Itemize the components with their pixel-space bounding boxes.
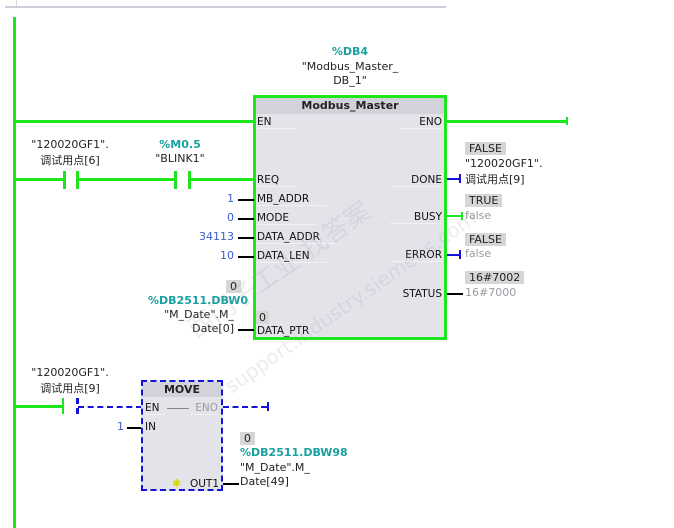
busy-wire	[447, 215, 462, 217]
contact1-right-bar[interactable]	[76, 171, 79, 189]
mb-addr-value[interactable]: 1	[227, 192, 234, 205]
pin-eno: ENO	[400, 116, 442, 129]
done-tag-line2[interactable]: 调试用点[9]	[465, 173, 525, 186]
instance-db-name-line1: "Modbus_Master_	[301, 60, 399, 73]
data-ptr-tag-line2[interactable]: Date[0]	[192, 322, 234, 335]
contact2-address[interactable]: %M0.5	[159, 138, 201, 151]
error-wire-end	[459, 250, 461, 259]
contact1-left-bar[interactable]	[63, 171, 66, 189]
move-pin-en: EN	[145, 402, 165, 415]
instance-db-address[interactable]: %DB4	[331, 45, 369, 58]
eno-wire-end	[566, 117, 568, 125]
n2-wire-seg2	[78, 406, 142, 408]
move-eno-wire-end	[267, 402, 269, 411]
contact1-tag-line2[interactable]: 调试用点[6]	[40, 154, 100, 167]
status-wire	[447, 293, 463, 295]
done-wire	[447, 178, 459, 180]
instance-db-name-line2: DB_1"	[333, 74, 367, 87]
contact2-tag[interactable]: "BLINK1"	[155, 152, 205, 165]
n2-contact-tag-line2[interactable]: 调试用点[9]	[40, 382, 100, 395]
column-marker	[16, 0, 17, 6]
out1-tag-line2[interactable]: Date[49]	[240, 475, 289, 488]
en-power-wire	[16, 120, 254, 123]
contact2-left-bar[interactable]	[174, 171, 177, 189]
data-ptr-address[interactable]: %DB2511.DBW0	[148, 294, 249, 307]
move-pin-in: IN	[145, 421, 156, 433]
data-ptr-pin-monitor: 0	[256, 311, 269, 324]
done-monitor: FALSE	[465, 142, 506, 155]
block-title: Modbus_Master	[256, 98, 444, 114]
data-addr-value[interactable]: 34113	[199, 230, 234, 243]
n2-wire-seg1	[16, 405, 64, 408]
out1-address[interactable]: %DB2511.DBW98	[240, 446, 348, 459]
pin-mode: MODE	[257, 212, 317, 225]
network-divider	[5, 6, 446, 8]
done-wire-end	[459, 174, 461, 183]
pin-status: STATUS	[402, 288, 442, 300]
move-block-title: MOVE	[143, 382, 221, 397]
busy-monitor: TRUE	[465, 194, 503, 207]
n2-contact-right-bar[interactable]	[76, 398, 79, 414]
error-monitor: FALSE	[465, 233, 506, 246]
out1-tag-line1[interactable]: "M_Date".M_	[240, 461, 310, 474]
move-eno-wire	[223, 406, 267, 408]
n2-contact-left-bar[interactable]	[62, 398, 64, 414]
data-addr-wire	[238, 237, 254, 239]
pin-data-ptr: DATA_PTR	[257, 325, 310, 337]
out1-monitor: 0	[240, 432, 255, 445]
busy-wire-end	[461, 212, 463, 220]
status-value[interactable]: 16#7000	[465, 286, 517, 299]
pin-mb-addr: MB_ADDR	[257, 193, 327, 206]
mb-addr-wire	[238, 199, 254, 201]
pin-error: ERROR	[390, 249, 442, 262]
move-pin-eno: ENO	[190, 402, 218, 415]
eno-power-wire	[447, 120, 567, 123]
error-value[interactable]: false	[465, 247, 492, 260]
req-wire-seg2	[78, 178, 176, 181]
done-tag-line1[interactable]: "120020GF1".	[465, 157, 543, 170]
power-rail	[13, 17, 16, 528]
move-en-eno-line	[167, 408, 189, 409]
pin-req: REQ	[257, 174, 297, 187]
out1-wire	[223, 483, 239, 485]
data-ptr-wire	[238, 329, 254, 331]
contact1-tag-line1[interactable]: "120020GF1".	[31, 138, 109, 151]
pin-en: EN	[257, 116, 297, 129]
move-block[interactable]: MOVE	[141, 380, 223, 491]
move-in-value[interactable]: 1	[117, 420, 124, 433]
pin-data-len: DATA_LEN	[257, 250, 327, 263]
mode-value[interactable]: 0	[227, 211, 234, 224]
data-len-wire	[238, 256, 254, 258]
pin-busy: BUSY	[390, 211, 442, 224]
busy-value[interactable]: false	[465, 209, 492, 222]
data-len-value[interactable]: 10	[220, 249, 234, 262]
modbus-master-block[interactable]: Modbus_Master	[253, 95, 447, 340]
error-wire	[447, 254, 459, 256]
mode-wire	[238, 218, 254, 220]
contact2-right-bar[interactable]	[188, 171, 191, 189]
move-pin-out1: OUT1	[189, 478, 219, 490]
asterisk-icon: ✱	[172, 477, 182, 490]
req-wire-seg3	[190, 178, 255, 181]
move-in-wire	[127, 427, 141, 429]
req-wire-seg1	[16, 178, 64, 181]
status-monitor: 16#7002	[465, 271, 525, 284]
pin-done: DONE	[390, 174, 442, 187]
data-ptr-monitor: 0	[226, 280, 241, 293]
n2-contact-tag-line1[interactable]: "120020GF1".	[31, 366, 109, 379]
pin-data-addr: DATA_ADDR	[257, 231, 337, 244]
data-ptr-tag-line1[interactable]: "M_Date".M_	[164, 308, 234, 321]
